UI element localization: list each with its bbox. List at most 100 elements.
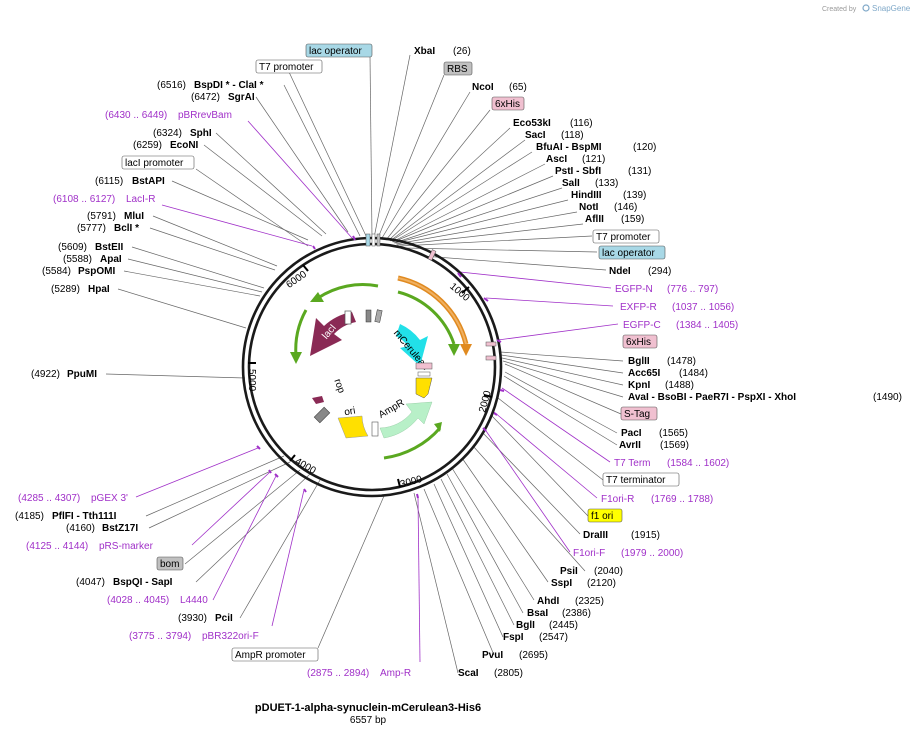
primer-pbr322ori-f[interactable]: (3775 .. 3794)pBR322ori-F (129, 631, 259, 642)
site-acc65i[interactable]: Acc65I(1484) (628, 368, 708, 379)
svg-text:(1384 .. 1405): (1384 .. 1405) (676, 320, 738, 331)
svg-text:(118): (118) (561, 130, 584, 141)
svg-text:pRS-marker: pRS-marker (99, 541, 154, 552)
primer-exfp-r[interactable]: EXFP-R(1037 .. 1056) (620, 302, 734, 313)
svg-text:(5777): (5777) (77, 223, 106, 234)
svg-text:lac operator: lac operator (602, 248, 655, 259)
svg-text:(1478): (1478) (667, 356, 696, 367)
primer-pgex-3[interactable]: (4285 .. 4307)pGEX 3' (18, 493, 128, 504)
site-sali[interactable]: SalI(133) (562, 178, 618, 189)
site-hpai[interactable]: (5289)HpaI (51, 284, 110, 295)
lacI-feature (310, 312, 356, 356)
site-psii[interactable]: PsiI(2040) (560, 566, 623, 577)
svg-text:(116): (116) (570, 118, 593, 129)
svg-text:pBR322ori-F: pBR322ori-F (202, 631, 259, 642)
feature-box-rbs[interactable]: RBS (443, 61, 473, 76)
svg-text:(1979 .. 2000): (1979 .. 2000) (621, 548, 683, 559)
site-fspi[interactable]: FspI(2547) (503, 632, 568, 643)
svg-text:PacI: PacI (621, 428, 642, 439)
svg-text:EGFP-N: EGFP-N (615, 284, 653, 295)
svg-text:(1488): (1488) (665, 380, 694, 391)
feature-box-6xhis-right[interactable]: 6xHis (622, 334, 658, 349)
site-apai[interactable]: (5588)ApaI (63, 254, 122, 265)
primer-laci-r[interactable]: (6108 .. 6127)LacI-R (53, 194, 155, 205)
svg-text:6xHis: 6xHis (626, 337, 651, 348)
svg-text:BspQI - SapI: BspQI - SapI (113, 577, 173, 588)
primer-egfp-c[interactable]: EGFP-C(1384 .. 1405) (623, 320, 738, 331)
site-bstz17i[interactable]: (4160)BstZ17I (66, 523, 138, 534)
primer-egfp-n[interactable]: EGFP-N(776 .. 797) (615, 284, 718, 295)
svg-text:(1569): (1569) (660, 440, 689, 451)
site-bgli[interactable]: BglI(2445) (516, 620, 578, 631)
feature-box-t7-promoter-right[interactable]: T7 promoter (592, 229, 660, 244)
site-draiii[interactable]: DraIII(1915) (583, 530, 660, 541)
site-ndei[interactable]: NdeI(294) (609, 266, 671, 277)
site-psti-sbfi[interactable]: PstI - SbfI(131) (555, 166, 651, 177)
primer-f1ori-r[interactable]: F1ori-R(1769 .. 1788) (601, 494, 713, 505)
svg-text:AflII: AflII (585, 214, 604, 225)
feature-box-6xhis-top[interactable]: 6xHis (491, 96, 525, 111)
site-bsteii[interactable]: (5609)BstEII (58, 242, 124, 253)
site-xbai[interactable]: XbaI(26) (414, 46, 471, 57)
site-ncoi[interactable]: NcoI(65) (472, 82, 527, 93)
svg-text:AvrII: AvrII (619, 440, 641, 451)
primer-prs-marker[interactable]: (4125 .. 4144)pRS-marker (26, 541, 154, 552)
site-asci[interactable]: AscI(121) (546, 154, 605, 165)
site-pspomi[interactable]: (5584)PspOMI (42, 266, 115, 277)
site-sgrai[interactable]: (6472)SgrAI (191, 92, 255, 103)
site-pcii[interactable]: (3930)PciI (178, 613, 233, 624)
svg-text:BsaI: BsaI (527, 608, 548, 619)
primer-l4440[interactable]: (4028 .. 4045)L4440 (107, 595, 208, 606)
site-kpni[interactable]: KpnI(1488) (628, 380, 694, 391)
svg-text:T7 promoter: T7 promoter (596, 232, 651, 243)
site-pflfi-tth111i[interactable]: (4185)PflFI - Tth111I (15, 511, 117, 522)
site-eco53ki[interactable]: Eco53kI(116) (513, 118, 593, 129)
feature-box-f1-ori[interactable]: f1 ori (587, 508, 623, 523)
site-sspi[interactable]: SspI(2120) (551, 578, 616, 589)
site-mlui[interactable]: (5791)MluI (87, 211, 144, 222)
primer-t7-term[interactable]: T7 Term(1584 .. 1602) (614, 458, 729, 469)
site-pvui[interactable]: PvuI(2695) (482, 650, 548, 661)
site-ppumi[interactable]: (4922)PpuMI (31, 369, 97, 380)
site-bglii[interactable]: BglII(1478) (628, 356, 696, 367)
svg-text:(4047): (4047) (76, 577, 105, 588)
feature-box-s-tag[interactable]: S-Tag (620, 406, 658, 421)
site-econi[interactable]: (6259)EcoNI (133, 140, 199, 151)
svg-text:T7 promoter: T7 promoter (259, 62, 314, 73)
svg-text:PpuMI: PpuMI (67, 369, 97, 380)
primer-amp-r[interactable]: (2875 .. 2894)Amp-R (307, 668, 411, 679)
svg-text:(2040): (2040) (594, 566, 623, 577)
feature-box-ampr-promoter[interactable]: AmpR promoter (231, 647, 319, 662)
site-bspdi-clai[interactable]: (6516)BspDI * - ClaI * (157, 80, 264, 91)
site-scai[interactable]: ScaI(2805) (458, 668, 523, 679)
svg-text:(2386): (2386) (562, 608, 591, 619)
primer-f1ori-f[interactable]: F1ori-F(1979 .. 2000) (573, 548, 683, 559)
svg-text:(6108 .. 6127): (6108 .. 6127) (53, 194, 115, 205)
site-bstapi[interactable]: (6115)BstAPI (95, 176, 165, 187)
site-ahdi[interactable]: AhdI(2325) (537, 596, 604, 607)
primer-pbrrevbam[interactable]: (6430 .. 6449)pBRrevBam (105, 110, 232, 121)
site-bfuai-bspmi[interactable]: BfuAI - BspMI(120) (536, 142, 656, 153)
feature-box-lac-operator-right[interactable]: lac operator (598, 245, 666, 260)
site-hindiii[interactable]: HindIII(139) (571, 190, 646, 201)
site-avrii[interactable]: AvrII (1569) (619, 440, 689, 451)
feature-box-bom[interactable]: bom (156, 556, 184, 571)
feature-box-lac-operator-top[interactable]: lac operator (305, 43, 373, 58)
site-saci[interactable]: SacI(118) (525, 130, 584, 141)
site-aflii[interactable]: AflII(159) (585, 214, 644, 225)
svg-text:DraIII: DraIII (583, 530, 608, 541)
svg-text:(2445): (2445) (549, 620, 578, 631)
feature-box-t7-promoter-top[interactable]: T7 promoter (255, 59, 323, 74)
svg-text:RBS: RBS (447, 64, 468, 75)
svg-text:(6324): (6324) (153, 128, 182, 139)
site-bsai[interactable]: BsaI (2386) (527, 608, 591, 619)
site-sphi[interactable]: (6324)SphI (153, 128, 212, 139)
site-bcli[interactable]: (5777)BclI * (77, 223, 139, 234)
feature-box-t7-terminator[interactable]: T7 terminator (602, 472, 680, 487)
site-bspqi-sapi[interactable]: (4047) BspQI - SapI (76, 577, 173, 588)
site-noti[interactable]: NotI(146) (579, 202, 637, 213)
feature-box-laci-promoter[interactable]: lacI promoter (121, 155, 195, 170)
site-paci[interactable]: PacI(1565) (621, 428, 688, 439)
svg-text:(4285 .. 4307): (4285 .. 4307) (18, 493, 80, 504)
site-avai-group[interactable]: AvaI - BsoBI - PaeR7I - PspXI - XhoI(149… (628, 392, 902, 403)
